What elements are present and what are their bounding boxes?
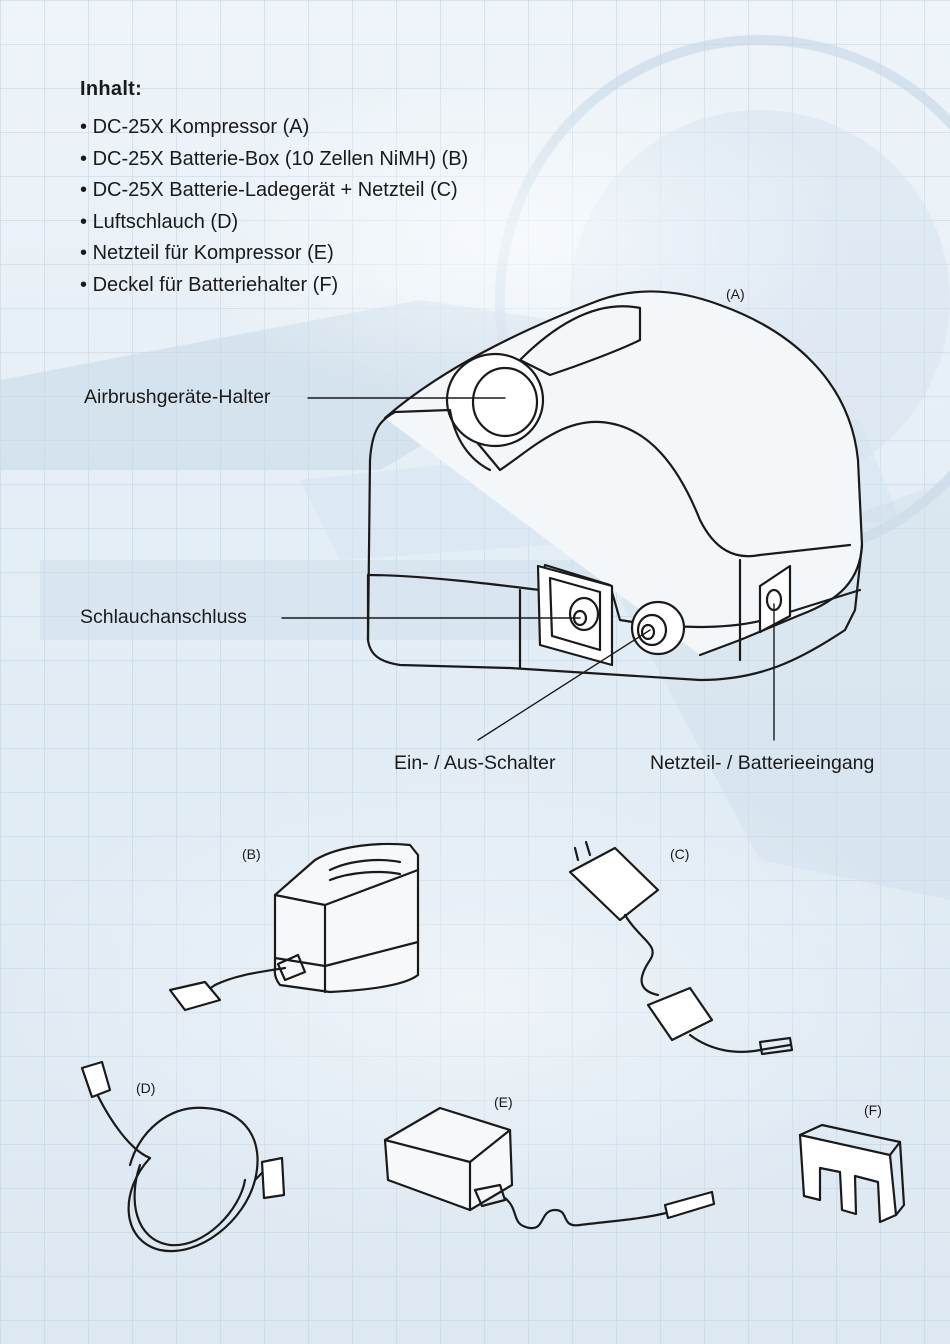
battery-cover-drawing [800, 1125, 904, 1222]
battery-box-drawing [170, 844, 418, 1010]
part-tag-e: (E) [494, 1094, 513, 1110]
part-tag-c: (C) [670, 846, 689, 862]
callout-hose-port: Schlauchanschluss [80, 606, 247, 629]
part-tag-a: (A) [726, 286, 745, 302]
compressor-drawing [368, 291, 862, 680]
part-tag-b: (B) [242, 846, 261, 862]
callout-switch: Ein- / Aus-Schalter [394, 752, 555, 775]
power-supply-drawing [385, 1108, 714, 1228]
callout-holder: Airbrushgeräte-Halter [84, 386, 270, 409]
air-hose-drawing [82, 1062, 284, 1251]
callout-power-input: Netzteil- / Batterieeingang [650, 752, 874, 775]
charger-drawing [570, 842, 792, 1054]
part-tag-d: (D) [136, 1080, 155, 1096]
part-tag-f: (F) [864, 1102, 882, 1118]
